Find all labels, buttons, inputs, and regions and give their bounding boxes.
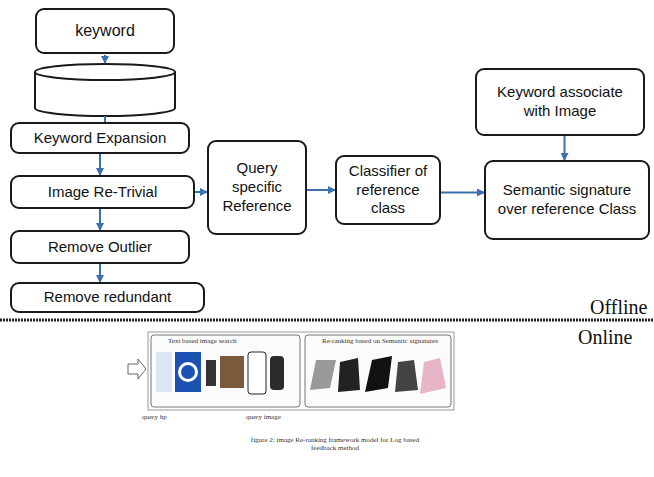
section-label: Offline — [590, 296, 647, 319]
figure-caption: figure 2: image Re-ranking framework mod… — [240, 436, 430, 452]
process-box: Remove redundant — [10, 282, 205, 313]
flow-arrow — [564, 136, 566, 160]
box-text: Remove Outlier — [48, 238, 152, 257]
flow-arrow — [99, 209, 101, 230]
box-text: Query specific Reference — [215, 159, 299, 215]
screenshot-label: Text based image search — [168, 337, 237, 345]
screenshot-label: Re-ranking based on Semantic signatures — [322, 337, 438, 345]
process-box: Image Re-Trivial — [10, 175, 195, 209]
box-text: Image Re-Trivial — [48, 183, 157, 202]
section-label: Online — [578, 326, 632, 349]
flow-arrow — [99, 154, 101, 175]
flow-arrow — [307, 189, 335, 191]
flow-arrow — [441, 192, 484, 194]
process-box: keyword — [35, 8, 175, 54]
box-text: Remove redundant — [44, 288, 172, 307]
process-box: Keyword Expansion — [10, 122, 190, 154]
box-text: Semantic signature over reference Class — [492, 181, 642, 219]
flow-arrow — [99, 264, 101, 282]
flow-arrow — [195, 191, 207, 193]
screenshot-label: query image — [246, 413, 281, 421]
database-cylinder — [35, 64, 175, 116]
process-box: Keyword associate with Image — [475, 68, 645, 136]
process-box: Remove Outlier — [10, 230, 190, 264]
box-text: keyword — [75, 21, 135, 41]
box-text: Keyword associate with Image — [483, 83, 637, 121]
box-text: Keyword Expansion — [34, 129, 167, 148]
process-box: Query specific Reference — [207, 140, 307, 235]
screenshot-illustration — [128, 332, 454, 410]
box-text: Classifier of reference class — [343, 162, 433, 218]
arrow-line — [104, 55, 106, 63]
process-box: Semantic signature over reference Class — [484, 160, 650, 240]
process-box: Classifier of reference class — [335, 155, 441, 225]
screenshot-label: query hp — [142, 413, 167, 421]
separator-line — [0, 319, 654, 322]
